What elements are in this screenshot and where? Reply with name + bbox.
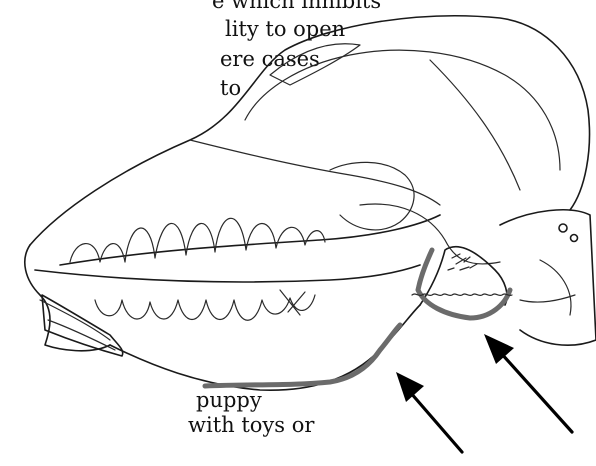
snout-front	[25, 245, 110, 351]
arrow-right	[484, 334, 572, 432]
arrow-left	[396, 372, 462, 452]
zygomatic-arch	[60, 215, 440, 265]
jaw-joint-texture	[448, 254, 477, 270]
cranium-inner-ridge	[245, 50, 560, 170]
lower-teeth	[95, 295, 315, 320]
bite-line	[35, 265, 420, 282]
mandible-outline	[110, 305, 420, 390]
bone-hole-2	[571, 235, 578, 242]
occipital-detail	[520, 260, 575, 315]
occipital-region	[500, 210, 596, 345]
orbit-outline	[330, 162, 414, 230]
mandible-ramus	[420, 247, 507, 305]
condyle-scallop	[412, 294, 512, 295]
molar-cross	[280, 290, 305, 315]
upper-teeth	[70, 218, 325, 262]
jaw-highlight-lower	[205, 325, 400, 386]
temporal-line	[430, 60, 520, 190]
bone-hole-1	[559, 224, 567, 232]
